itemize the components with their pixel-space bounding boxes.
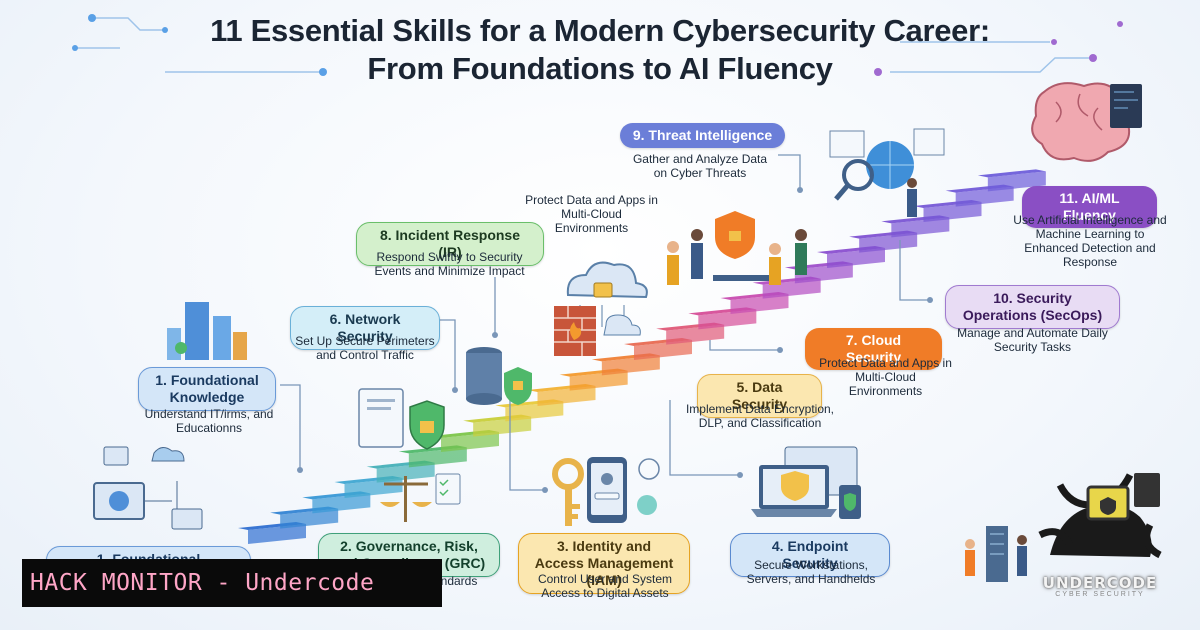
skill-desc-3: Control User and System Access to Digita… — [537, 572, 673, 600]
skill-label-6: 6. Network Security — [290, 306, 440, 350]
stair-step-front — [634, 340, 692, 360]
stair-step-front — [248, 524, 306, 544]
watermark-banner: HACK MONITOR - Undercode — [22, 559, 442, 607]
skill-label-5: 5. Data Security — [697, 374, 822, 418]
octopus-hacker-icon — [1038, 473, 1162, 559]
stair-step-front — [827, 248, 885, 268]
undercode-logo: UNDERCODE — [1042, 574, 1158, 592]
stair-step-front — [955, 186, 1014, 207]
skill-label-1: 1. Foundational Knowledge — [138, 367, 276, 411]
skill-label-9: 9. Threat Intelligence — [620, 123, 785, 148]
key-icon — [552, 458, 584, 526]
brain-icon — [1031, 82, 1142, 162]
stair-step-front — [569, 370, 628, 391]
skill-label-8: 8. Incident Response (IR) — [356, 222, 544, 266]
stair-step-front — [601, 355, 660, 376]
firewall-icon — [554, 306, 596, 356]
skill-desc-4: Secure Workstations, Servers, and Handhe… — [746, 558, 876, 586]
stair-step-front — [859, 232, 918, 253]
scales-icon — [380, 473, 461, 522]
title-line-2: From Foundations to AI Fluency — [367, 51, 833, 86]
laptop-shield-icon — [751, 446, 861, 519]
database-lock-icon — [466, 347, 532, 405]
skill-desc-9: Gather and Analyze Data on Cyber Threats — [632, 152, 768, 180]
stair-step-front — [312, 493, 371, 514]
skill-desc-1: Understand IT/irms, and Educationns — [144, 407, 274, 435]
stair-step-front — [473, 416, 532, 437]
stair-step-front — [505, 401, 564, 422]
skill-desc-8: Respond Swiftly to Security Events and M… — [374, 250, 525, 278]
undercode-logo-sub: CYBER SECURITY — [1055, 591, 1145, 598]
building-icon — [167, 302, 247, 360]
stair-step-front — [441, 432, 499, 452]
stair-step-front — [666, 324, 725, 345]
skill-label-4: 4. Endpoint Security — [730, 533, 890, 577]
stair-step-front — [794, 263, 853, 284]
globe-magnifier-icon — [829, 128, 945, 217]
people-workstation-icon — [667, 211, 807, 285]
skill-label-10: 10. Security Operations (SecOps) — [945, 285, 1120, 329]
skill-desc-10: Manage and Automate Daily Security Tasks — [957, 326, 1108, 354]
skill-label-7: 7. Cloud Security — [805, 328, 942, 370]
skill-desc-6: Set Up Secure Perimeters and Control Tra… — [295, 334, 435, 362]
stair-step-front — [280, 508, 339, 529]
page-title: 11 Essential Skills for a Modern Cyberse… — [0, 12, 1200, 88]
stair-step-front — [891, 217, 950, 238]
skill-desc-7: Protect Data and Apps in Multi-Cloud Env… — [819, 356, 952, 398]
computer-network-icon — [93, 446, 203, 530]
stair-step-front — [730, 294, 789, 314]
document-shield-icon — [358, 388, 445, 450]
title-line-1: 11 Essential Skills for a Modern Cyberse… — [210, 13, 990, 48]
skill-desc-5: Implement Data Encryption, DLP, and Clas… — [685, 402, 835, 430]
cloud-floating-desc: Protect Data and Apps in Multi-Cloud Env… — [525, 193, 658, 235]
skill-label-11: 11. AI/ML Fluency — [1022, 186, 1157, 228]
team-server-icon — [965, 526, 1027, 582]
stair-step-front — [408, 447, 467, 468]
stair-step-front — [923, 202, 982, 222]
stair-step-front — [698, 309, 757, 330]
cloud-lock-icon — [566, 261, 648, 336]
stair-step-top — [977, 169, 1046, 178]
phone-login-icon — [587, 457, 660, 523]
stair-step-front — [376, 462, 435, 483]
stair-step-front — [537, 386, 596, 406]
skill-label-3: 3. Identity and Access Management (IAM) — [518, 533, 690, 594]
skill-desc-11: Use Artificial Intelligence and Machine … — [1013, 213, 1167, 269]
